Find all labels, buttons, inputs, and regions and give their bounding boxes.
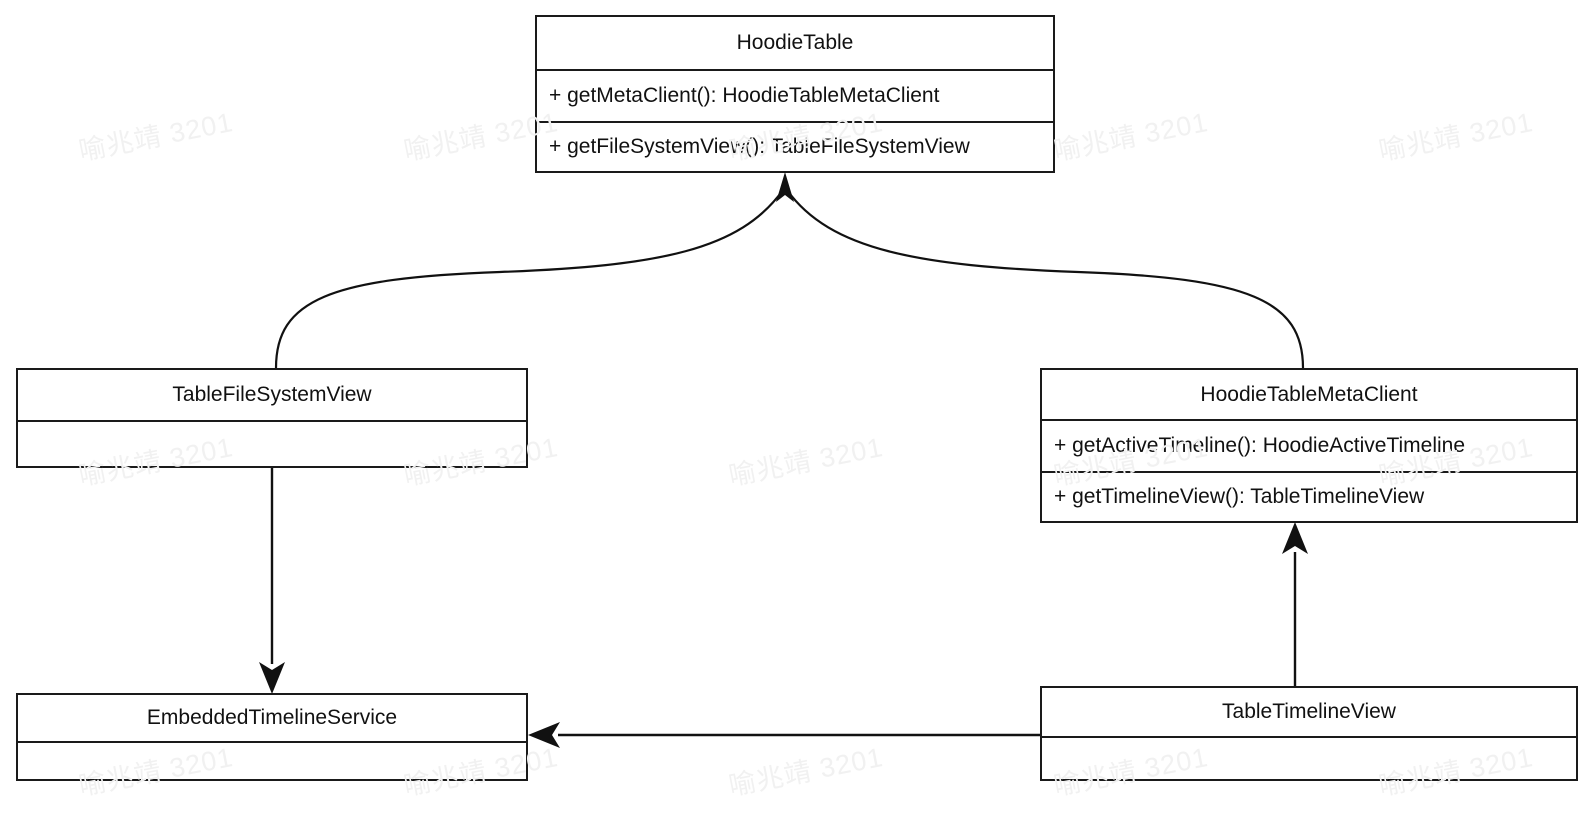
class-box-table-timeline-view[interactable]: TableTimelineView [1040,686,1578,781]
class-member: + getMetaClient(): HoodieTableMetaClient [549,84,940,107]
arrowhead-tabletimeline-to-metaclient [1282,522,1308,554]
class-name-table-file-system-view: TableFileSystemView [172,383,372,406]
class-box-hoodie-table[interactable]: HoodieTable + getMetaClient(): HoodieTab… [535,15,1055,173]
relation-tablefs-to-hoodietable [274,189,784,369]
class-members-table-file-system-view [18,420,526,466]
relation-metaclient-to-hoodietable [786,189,1305,369]
arrowhead-tablefs-to-embedded [259,662,285,694]
class-name-table-timeline-view: TableTimelineView [1222,700,1396,723]
class-member: + getActiveTimeline(): HoodieActiveTimel… [1054,434,1466,457]
class-name-hoodie-table-meta-client: HoodieTableMetaClient [1200,382,1418,406]
watermark-text: 喻兆靖 3201 [1051,106,1211,167]
watermark-text: 喻兆靖 3201 [726,741,886,802]
class-box-embedded-timeline-service[interactable]: EmbeddedTimelineService [16,693,528,781]
class-members-table-timeline-view [1042,736,1576,779]
class-name-embedded-timeline-service: EmbeddedTimelineService [146,706,398,729]
arrowhead-tabletimeline-to-embedded [528,722,560,748]
class-box-table-file-system-view[interactable]: TableFileSystemView [16,368,528,468]
class-members-hoodie-table-meta-client: + getActiveTimeline(): HoodieActiveTimel… [1042,419,1576,521]
class-member: + getTimelineView(): TableTimelineView [1042,471,1576,521]
watermark-text: 喻兆靖 3201 [726,431,886,492]
class-name-hoodie-table: HoodieTable [736,31,854,54]
class-member: + getFileSystemView(): TableFileSystemVi… [537,121,1053,171]
class-members-embedded-timeline-service [18,741,526,779]
class-members-hoodie-table: + getMetaClient(): HoodieTableMetaClient… [537,69,1053,171]
watermark-text: 喻兆靖 3201 [76,106,236,167]
watermark-text: 喻兆靖 3201 [1376,106,1536,167]
arrowhead-tablefs-to-hoodietable [776,172,794,202]
class-box-hoodie-table-meta-client[interactable]: HoodieTableMetaClient + getActiveTimelin… [1040,368,1578,523]
